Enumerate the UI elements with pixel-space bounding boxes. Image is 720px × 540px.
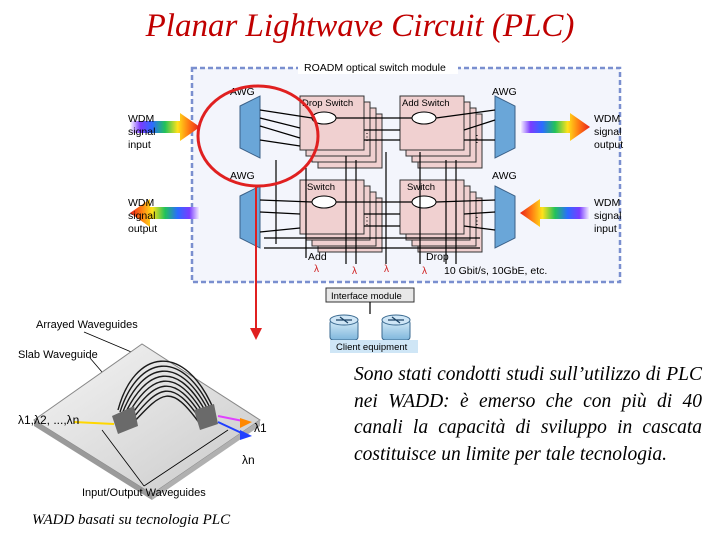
description-paragraph: Sono stati condotti studi sull’utilizzo … [354,364,702,465]
lambda-label: λ [422,266,427,277]
lambda1-label: λ1 [254,421,267,435]
io-waveguides-label: Input/Output Waveguides [82,487,206,499]
output-arrow-lambda1 [240,418,252,428]
wdm-output-arrow-bottom-left [130,199,200,227]
awg-input-bottom [494,185,516,249]
lambdan-label: λn [242,453,255,467]
awg-label-top-right: AWG [492,86,517,98]
client-equipment-box [330,340,418,353]
add-switch-label: Add Switch [402,98,450,109]
input-wavelengths-label: λ1,λ2, ...,λn [18,413,79,427]
wdm-input-arrow-top-left [130,113,200,141]
awg-label-bottom-left: AWG [230,170,255,182]
client-equipment-label: Client equipment [336,342,408,353]
slab-region-right [194,404,218,430]
slab-waveguide-label: Slab Waveguide [18,349,98,361]
rates-label: 10 Gbit/s, 10GbE, etc. [444,265,547,277]
output-arrow-lambdan [240,430,252,440]
wdm-output-arrow-top-right [520,113,590,141]
switch-element [311,195,337,209]
ellipsis-dots: ⋮ [362,216,372,227]
interface-module-label: Interface module [331,291,402,302]
arrayed-waveguide-bundle [117,360,215,425]
lambda-label: λ [352,266,357,277]
drop-switch-label: Drop Switch [302,98,353,109]
figure-caption: WADD basati su tecnologia PLC [32,512,231,528]
fiber-lines [259,109,496,264]
awg-input-top [239,95,261,159]
page-title: Planar Lightwave Circuit (PLC) [145,8,575,44]
connector-arrowhead [250,328,262,340]
switch-element [411,111,437,125]
ellipsis-dots: ⋮ [362,132,372,143]
wdm-input-arrow-bottom-right [520,199,590,227]
drop-label: Drop [426,251,449,263]
ellipsis-dots: ⋮ [472,134,482,145]
arrayed-waveguides-label: Arrayed Waveguides [36,319,138,331]
awg-waveguide-illustration: Arrayed Waveguides Slab Waveguide λ1,λ2,… [18,319,267,500]
slab-region-left [112,406,138,434]
roadm-diagram: ROADM optical switch module AWG AWG AWG … [128,60,623,353]
bottom-right-switch-label: Switch [407,182,435,193]
bottom-left-switch-label: Switch [307,182,335,193]
switch-element [411,195,437,209]
roadm-module-label: ROADM optical switch module [304,62,446,74]
add-label: Add [308,251,327,263]
highlight-circle [196,84,320,188]
awg-output-top [494,95,516,159]
lambda-label: λ [314,264,319,275]
lambda-label: λ [384,264,389,275]
router-icon [329,314,359,341]
router-icon [381,314,411,341]
awg-label-bottom-right: AWG [492,170,517,182]
ellipsis-dots: ⋮ [472,216,482,227]
